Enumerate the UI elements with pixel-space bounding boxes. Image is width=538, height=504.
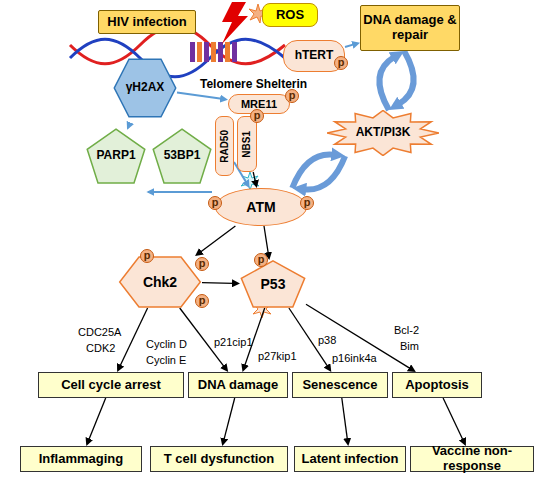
- annotation-label: Cyclin D: [146, 338, 187, 350]
- kinase-starburst: AKT/PI3K: [326, 110, 440, 156]
- annotation-label: p38: [318, 334, 336, 346]
- node-text: Chk2: [143, 274, 177, 290]
- node-text: T cell dysfunction: [164, 452, 275, 467]
- start-box: HIV infection: [98, 10, 196, 34]
- signal-arrow: [342, 398, 348, 440]
- signal-arrow: [224, 398, 235, 440]
- node-text: Senescence: [302, 378, 377, 393]
- node-text: DNA damage & repair: [361, 13, 459, 43]
- shape-polygon: [114, 59, 175, 117]
- phospho-circle: p: [334, 56, 348, 70]
- stress-box: ROS: [262, 3, 318, 27]
- node-text: P53: [261, 276, 286, 292]
- signal-arrow: [177, 93, 222, 99]
- outcome-box: Cell cycle arrest: [38, 372, 184, 398]
- node-text: Cell cycle arrest: [61, 378, 161, 393]
- consequence-box: T cell dysfunction: [150, 446, 288, 472]
- protein-hexagon: γH2AX: [113, 58, 177, 118]
- protein-bar: NBS1: [237, 116, 257, 172]
- telomere-repeat: [204, 42, 209, 62]
- phospho-circle: p: [195, 294, 209, 308]
- signal-arrow: [89, 398, 106, 440]
- signal-arrow: [345, 44, 354, 47]
- node-text: Vaccine non-response: [411, 444, 533, 474]
- phospho-circle: p: [254, 253, 268, 267]
- signal-arrow: [264, 226, 268, 254]
- protein-pentagon: PARP1: [86, 128, 146, 184]
- phospho-circle: p: [140, 249, 154, 263]
- consequence-box: Latent infection: [294, 446, 406, 472]
- phospho-circle: p: [208, 196, 222, 210]
- telomere-repeat: [190, 42, 195, 62]
- shape-polygon: [327, 110, 439, 155]
- feedback-arrow: [379, 57, 394, 110]
- phospho-circle: p: [250, 109, 264, 123]
- outcome-box: Apoptosis: [392, 372, 482, 398]
- node-text: ATM: [246, 199, 275, 215]
- signal-arrow: [120, 308, 148, 366]
- outcome-box: Senescence: [292, 372, 388, 398]
- lightning-bolt: [222, 2, 248, 44]
- telomere-repeat: [225, 42, 230, 62]
- node-text: DNA damage: [198, 378, 278, 393]
- feedback-arrow: [292, 154, 334, 188]
- dna-strand: [70, 39, 285, 77]
- telomere-repeats: [190, 42, 237, 62]
- node-text: NBS1: [241, 131, 253, 158]
- node-text: HIV infection: [107, 15, 186, 30]
- node-text: hTERT: [295, 49, 334, 63]
- consequence-box: Vaccine non-response: [410, 446, 534, 472]
- node-text: γH2AX: [126, 81, 165, 95]
- signal-arrow: [306, 304, 410, 368]
- feedback-arrow: [399, 51, 414, 104]
- signal-arrow: [128, 124, 130, 128]
- node-text: Apoptosis: [405, 378, 469, 393]
- annotation-label: p27kip1: [258, 350, 297, 362]
- phospho-circle: p: [195, 257, 209, 271]
- node-text: Latent infection: [302, 452, 399, 467]
- consequence-box: Inflammaging: [20, 446, 142, 472]
- node-text: RAD50: [219, 130, 231, 163]
- shape-polygon: [87, 129, 145, 183]
- node-text: PARP1: [96, 149, 135, 163]
- signal-arrow: [253, 172, 255, 182]
- kinase-hexagon: Chk2: [118, 256, 202, 308]
- node-text: AKT/PI3K: [356, 126, 411, 140]
- process-box: DNA damage & repair: [360, 5, 460, 51]
- signal-arrow: [202, 282, 234, 284]
- signal-arrow: [443, 398, 463, 440]
- node-text: 53BP1: [164, 149, 201, 163]
- annotation-label: Bim: [400, 340, 419, 352]
- node-text: Inflammaging: [39, 452, 124, 467]
- protein-pentagon: 53BP1: [152, 128, 212, 184]
- phospho-circle: p: [300, 196, 314, 210]
- shape-polygon: [120, 257, 201, 307]
- telomere-repeat: [232, 42, 237, 62]
- phospho-circle: p: [285, 89, 299, 103]
- shape-polygon: [153, 129, 211, 183]
- kinase-oval: ATM: [215, 188, 307, 226]
- annotation-label: Cyclin E: [146, 354, 186, 366]
- protein-pentagon: P53: [240, 260, 306, 308]
- outcome-box: DNA damage: [188, 372, 288, 398]
- telomere-repeat: [218, 42, 223, 62]
- annotation-label: p16ink4a: [332, 352, 377, 364]
- annotation-label: Bcl-2: [394, 324, 419, 336]
- signal-arrow: [200, 226, 235, 252]
- annotation-label: p21cip1: [214, 336, 253, 348]
- cycle-arrow: [148, 191, 212, 193]
- shape-polygon: [241, 261, 304, 307]
- annotation-label: CDK2: [86, 342, 115, 354]
- protein-bar: RAD50: [215, 116, 234, 176]
- annotation-label: CDC25A: [78, 326, 121, 338]
- node-text: ROS: [276, 8, 304, 23]
- telomere-repeat: [211, 42, 216, 62]
- telomere-repeat: [197, 42, 202, 62]
